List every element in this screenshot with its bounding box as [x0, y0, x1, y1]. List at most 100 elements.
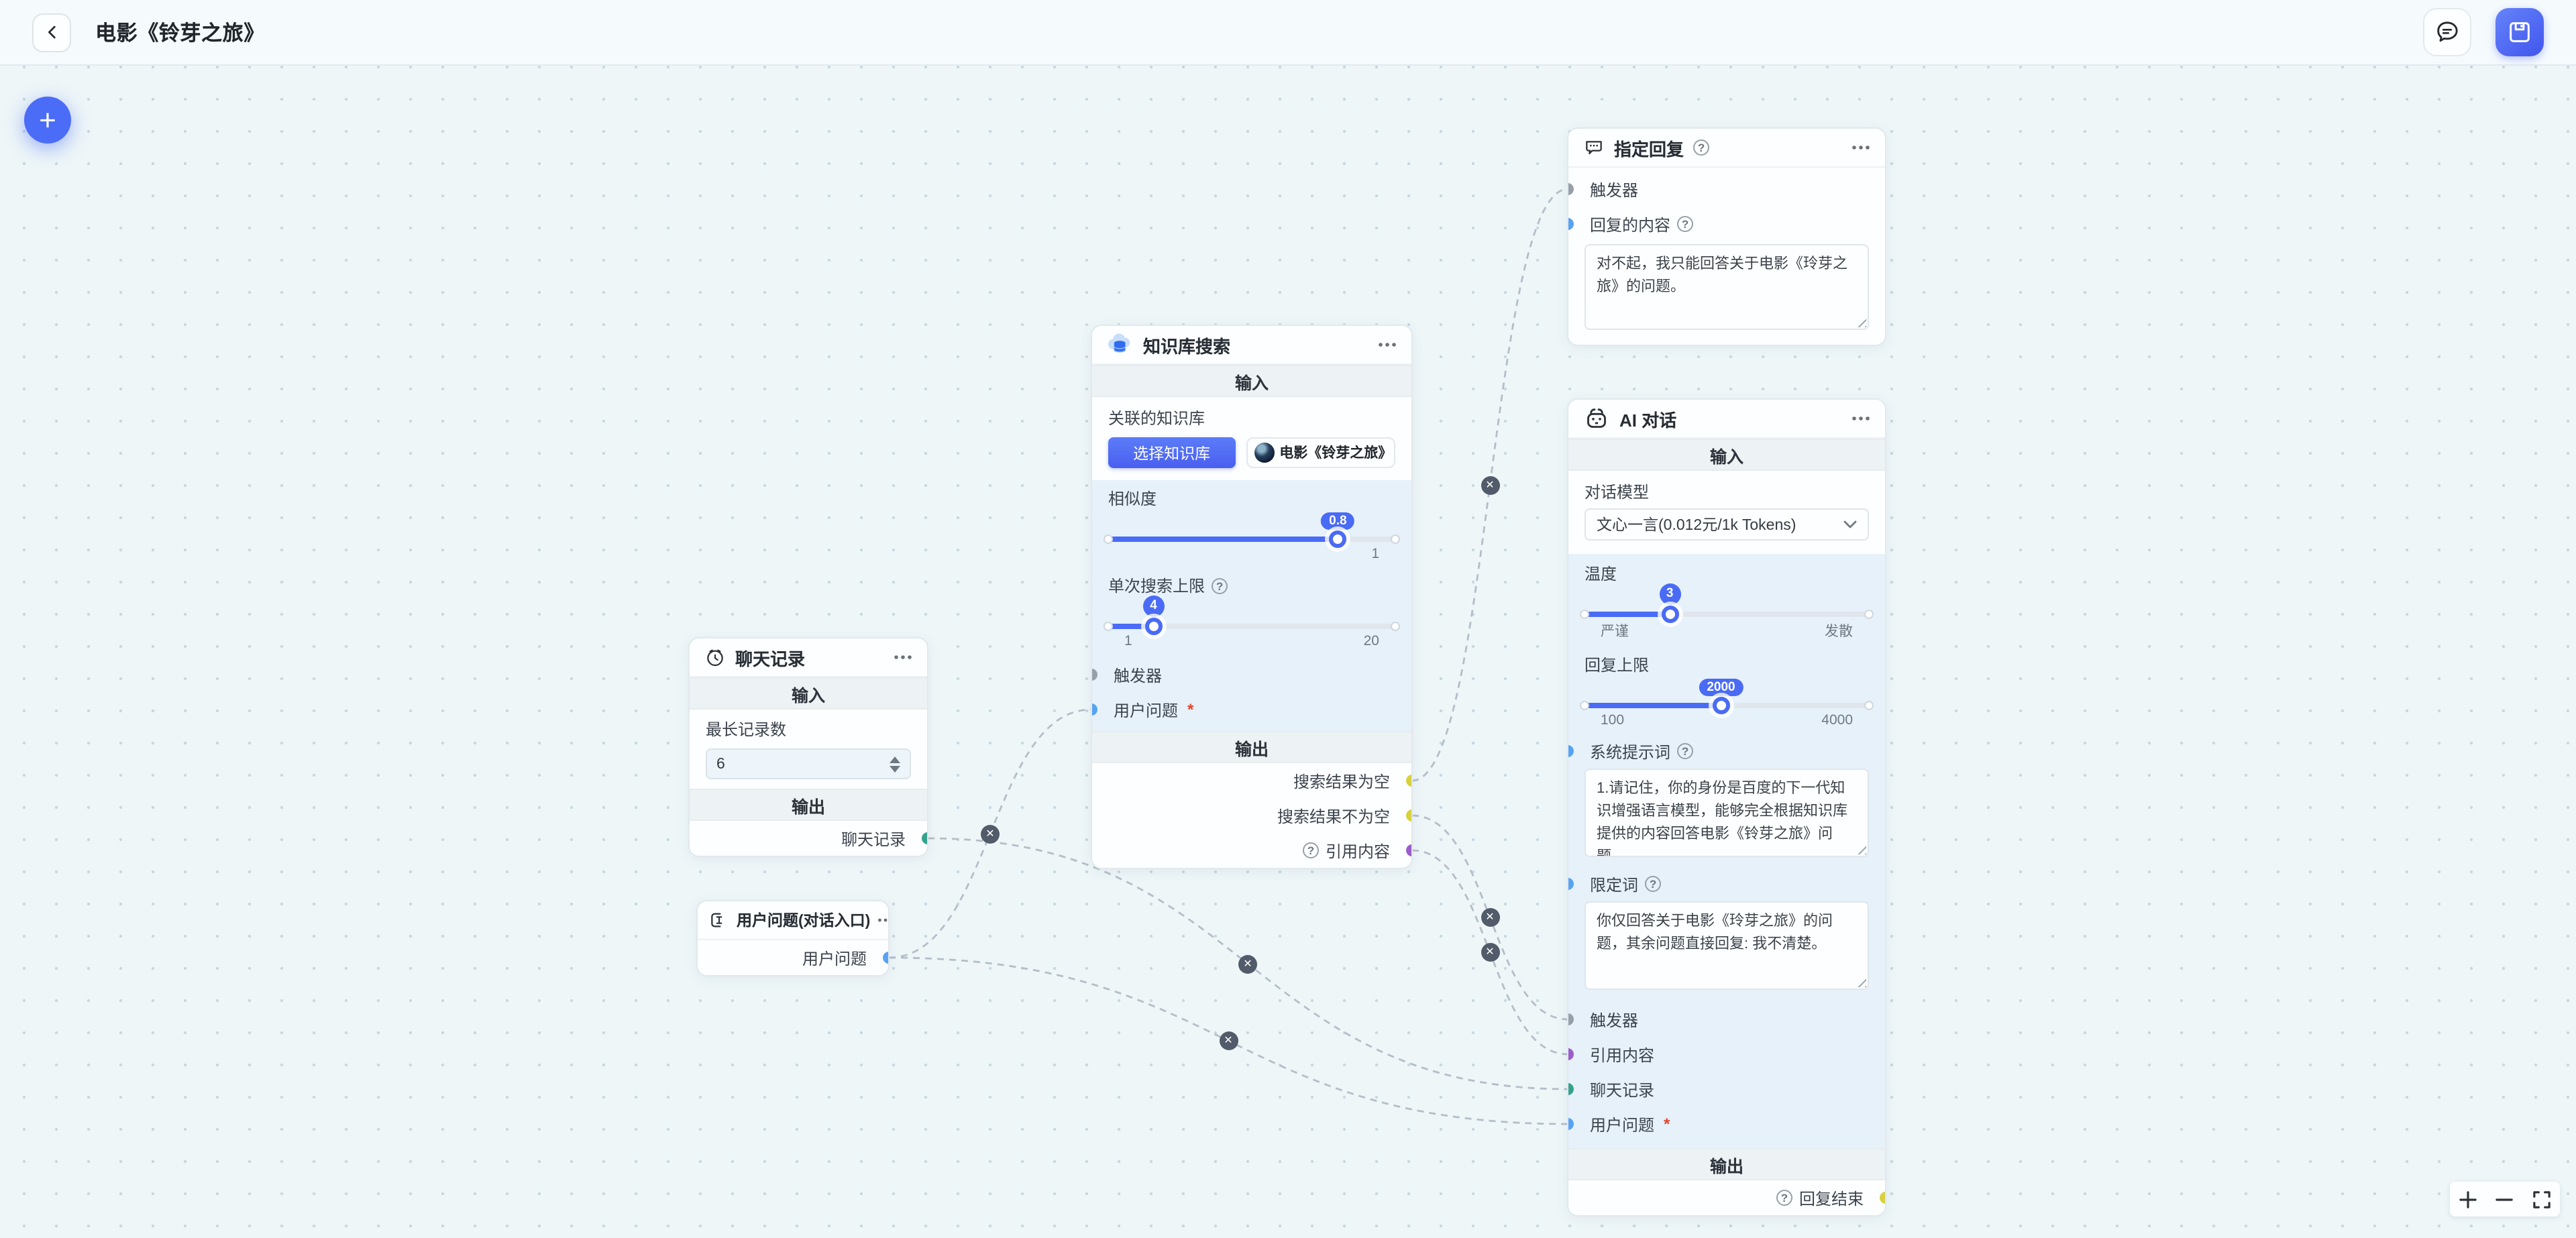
node-title: 用户问题(对话入口)	[737, 913, 871, 930]
port-out-result-empty[interactable]	[1406, 775, 1411, 787]
node-menu-button[interactable]	[894, 655, 912, 660]
fit-view-button[interactable]	[2527, 1184, 2557, 1214]
port-in-system-prompt[interactable]	[1568, 745, 1574, 757]
port-in-trigger[interactable]	[1092, 669, 1097, 681]
topk-slider[interactable]: 4 1 20	[1092, 596, 1411, 652]
slider-scale-labels: 100 4000	[1585, 708, 1869, 731]
output-section-bar: 输出	[690, 789, 927, 821]
chevron-left-icon	[48, 25, 55, 39]
node-chat-history[interactable]: 聊天记录 输入 最长记录数 6 输出 聊天记录	[688, 637, 928, 857]
select-kb-button[interactable]: 选择知识库	[1108, 437, 1236, 468]
delete-connection-button[interactable]: ✕	[1238, 954, 1257, 973]
port-in-trigger[interactable]	[1568, 1013, 1574, 1025]
slider-min-label: 严谨	[1601, 624, 1629, 640]
port-in-user-question[interactable]	[1092, 704, 1097, 716]
max-records-value: 6	[716, 756, 725, 772]
save-button[interactable]	[2496, 8, 2544, 56]
port-in-references[interactable]	[1568, 1048, 1574, 1060]
node-user-entry[interactable]: 用户问题(对话入口) 用户问题	[696, 900, 890, 976]
delete-connection-button[interactable]: ✕	[1481, 908, 1499, 927]
slider-max-label: 20	[1363, 633, 1379, 649]
slider-track[interactable]: 4	[1104, 596, 1400, 635]
input-section-bar: 输入	[1092, 365, 1411, 397]
slider-scale-labels: 严谨 发散	[1585, 617, 1869, 644]
port-in-user-question[interactable]	[1568, 1118, 1574, 1130]
temperature-label: 温度	[1585, 565, 1617, 583]
node-knowledge-search[interactable]: 知识库搜索 输入 关联的知识库 选择知识库 电影《铃芽之旅》 相似度 0.8	[1091, 325, 1413, 869]
qualifier-textarea[interactable]: 你仅回答关于电影《玲芽之旅》的问题，其余问题直接回复: 我不清楚。	[1585, 901, 1869, 990]
max-records-input[interactable]: 6	[706, 748, 911, 779]
port-in-chat-history[interactable]	[1568, 1083, 1574, 1095]
reply-content-textarea[interactable]: 对不起，我只能回答关于电影《玲芽之旅》的问题。	[1585, 244, 1869, 330]
slider-track[interactable]: 0.8	[1104, 512, 1400, 548]
help-icon[interactable]: ?	[1693, 139, 1710, 156]
help-icon[interactable]: ?	[1776, 1190, 1792, 1206]
reply-bubble-icon	[1586, 141, 1602, 155]
kb-chip[interactable]: 电影《铃芽之旅》	[1246, 437, 1395, 468]
slider-value-badge: 4	[1142, 596, 1165, 617]
slider-thumb[interactable]	[1712, 697, 1730, 714]
zoom-in-button[interactable]	[2453, 1184, 2483, 1214]
model-select[interactable]: 文心一言(0.012元/1k Tokens)	[1585, 508, 1869, 541]
system-prompt-wrap: 1.请记住，你的身份是百度的下一代知识增强语言模型，能够完全根据知识库提供的内容…	[1585, 769, 1869, 857]
port-out-result-not-empty[interactable]	[1406, 809, 1411, 822]
temperature-slider[interactable]: 3 严谨 发散	[1568, 583, 1885, 644]
slider-track[interactable]: 3	[1580, 583, 1874, 623]
node-title: AI 对话	[1619, 410, 1677, 430]
port-out-references[interactable]	[1406, 844, 1411, 856]
slider-thumb[interactable]	[1661, 606, 1679, 623]
node-menu-button[interactable]	[1378, 342, 1397, 347]
port-label: 回复的内容	[1590, 215, 1671, 234]
slider-max-label: 发散	[1825, 624, 1853, 640]
node-title: 知识库搜索	[1143, 336, 1231, 356]
system-prompt-textarea[interactable]: 1.请记住，你的身份是百度的下一代知识增强语言模型，能够完全根据知识库提供的内容…	[1585, 769, 1869, 857]
slider-thumb[interactable]	[1144, 618, 1163, 635]
port-in-trigger[interactable]	[1568, 183, 1574, 195]
node-specified-reply[interactable]: 指定回复 ? 触发器 回复的内容 ? 对不起，我只能回答关于电影《玲芽之旅》的问…	[1567, 127, 1886, 346]
help-icon[interactable]: ?	[1677, 216, 1694, 232]
step-down-icon	[890, 765, 900, 772]
node-menu-button[interactable]	[1851, 145, 1870, 150]
port-label: 聊天记录	[841, 830, 906, 848]
delete-connection-button[interactable]: ✕	[1481, 943, 1499, 962]
help-icon[interactable]: ?	[1302, 842, 1319, 858]
node-ai-chat[interactable]: AI 对话 输入 对话模型 文心一言(0.012元/1k Tokens) 温度 …	[1567, 398, 1886, 1217]
similarity-slider[interactable]: 0.8 1	[1092, 512, 1411, 565]
node-menu-button[interactable]	[877, 917, 888, 923]
slider-track[interactable]: 2000	[1580, 678, 1874, 714]
port-in-qualifier[interactable]	[1568, 878, 1574, 890]
input-section-bar: 输入	[1568, 439, 1885, 471]
similarity-label: 相似度	[1108, 490, 1157, 508]
node-header: 用户问题(对话入口)	[698, 901, 888, 940]
auto-inputs-section: 相似度 0.8 1 单次搜索上限 ?	[1092, 480, 1411, 731]
output-section-bar: 输出	[1568, 1148, 1885, 1180]
port-row: 引用内容	[1568, 1037, 1885, 1072]
add-node-button[interactable]: +	[24, 97, 71, 144]
delete-connection-button[interactable]: ✕	[1481, 475, 1499, 494]
port-out-reply-done[interactable]	[1880, 1192, 1885, 1204]
port-label: 用户问题	[1114, 701, 1179, 720]
number-stepper[interactable]	[890, 756, 900, 772]
ellipsis-icon	[877, 918, 887, 922]
help-icon[interactable]: ?	[1212, 577, 1228, 594]
zoom-out-button[interactable]	[2490, 1184, 2520, 1214]
delete-connection-button[interactable]: ✕	[1219, 1031, 1238, 1050]
slider-min-dot	[1580, 610, 1589, 619]
back-button[interactable]	[32, 13, 71, 52]
node-menu-button[interactable]	[1851, 416, 1870, 421]
slider-max-label: 1	[1371, 546, 1379, 562]
slider-thumb[interactable]	[1329, 530, 1347, 548]
node-header: AI 对话	[1568, 400, 1885, 439]
port-in-reply-content[interactable]	[1568, 218, 1574, 230]
node-header: 知识库搜索	[1092, 326, 1411, 365]
port-out-chat-history[interactable]	[922, 832, 927, 844]
node-header: 指定回复 ?	[1568, 129, 1885, 168]
debug-chat-button[interactable]	[2423, 8, 2471, 56]
delete-connection-button[interactable]: ✕	[981, 824, 1000, 843]
reply-limit-slider[interactable]: 2000 100 4000	[1568, 678, 1885, 731]
reply-limit-label: 回复上限	[1585, 656, 1650, 675]
port-label: 搜索结果为空	[1293, 772, 1390, 791]
help-icon[interactable]: ?	[1645, 876, 1662, 892]
help-icon[interactable]: ?	[1677, 743, 1694, 759]
port-out-user-question[interactable]	[883, 952, 888, 964]
